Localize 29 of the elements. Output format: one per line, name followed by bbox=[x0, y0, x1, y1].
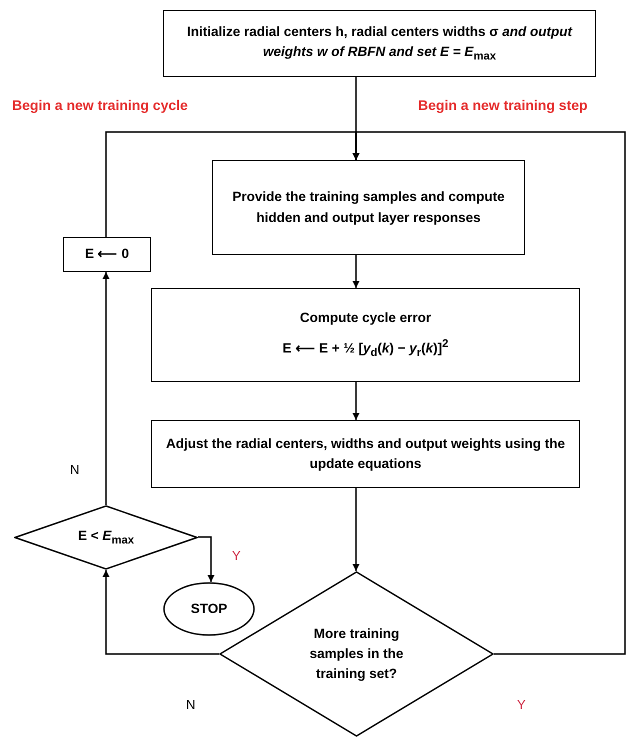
node-text: Initialize radial centers h, radial centers widths σ and output weights w of RBFN and set E = E$_{max}$ bbox=[186, 22, 574, 65]
node-text: E ⟵ 0 bbox=[84, 245, 129, 264]
formula-text: E ⟵ E + ½ [y$_{d}$(k) − y$_{r}$(k)]$^{2}$ bbox=[282, 337, 448, 362]
edge-label: N bbox=[68, 462, 82, 477]
node-text: E < E$_{max}$ bbox=[78, 526, 134, 548]
node-text: STOP bbox=[190, 600, 228, 618]
process-box bbox=[212, 160, 525, 255]
terminal-ellipse bbox=[163, 582, 255, 636]
edge-label: Y bbox=[515, 697, 528, 712]
arrow bbox=[102, 272, 110, 505]
annotation-text: Begin a new training cycle bbox=[12, 97, 188, 113]
decision-diamond bbox=[14, 505, 198, 570]
node-text: More training samples in the training set? bbox=[308, 624, 404, 684]
arrow bbox=[352, 382, 360, 420]
arrow bbox=[105, 131, 360, 237]
edge-label: Y bbox=[230, 548, 243, 563]
edge-label: N bbox=[184, 697, 198, 712]
arrow bbox=[352, 488, 360, 571]
node-text: Adjust the radial centers, widths and output weights using the update equations bbox=[164, 434, 566, 473]
node-text: Provide the training samples and compute hidden and output layer responses bbox=[231, 188, 506, 227]
process-box bbox=[151, 420, 580, 488]
process-box bbox=[63, 237, 151, 272]
arrow bbox=[198, 536, 214, 582]
arrow bbox=[102, 570, 219, 655]
annotation-text: Begin a new training step bbox=[418, 97, 588, 113]
arrow bbox=[352, 255, 360, 288]
process-box bbox=[151, 288, 580, 382]
node-text: Compute cycle error bbox=[300, 308, 432, 327]
process-box bbox=[163, 10, 596, 77]
